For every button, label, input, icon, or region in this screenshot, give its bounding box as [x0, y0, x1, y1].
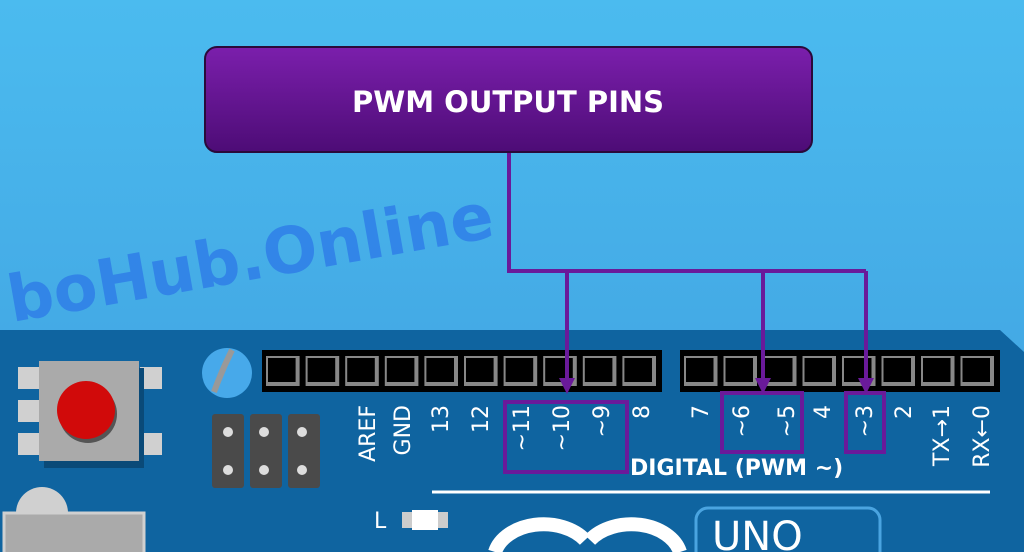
- pin-label: GND: [391, 405, 416, 455]
- header-socket: [464, 356, 498, 386]
- pin-label: RX←0: [970, 405, 995, 468]
- pin-label: 8: [630, 405, 655, 419]
- pin-label: ~11: [510, 405, 535, 451]
- header-socket: [424, 356, 458, 386]
- header-socket: [881, 356, 915, 386]
- pin-label: ~6: [730, 405, 755, 437]
- header-socket: [305, 356, 340, 386]
- pin-labels: AREF GND 13 12 ~11 ~10 ~9 8 7 ~6 ~5 4 ~3 2 TX→1 RX←0: [356, 405, 995, 468]
- led-l: [402, 510, 448, 530]
- icsp-header: [212, 414, 320, 488]
- header-socket: [384, 356, 419, 386]
- pin-label: 12: [469, 405, 494, 433]
- header-socket: [723, 356, 757, 386]
- header-socket: [684, 356, 718, 386]
- header-left: [262, 350, 662, 392]
- header-right: [680, 350, 1000, 392]
- pin-label: 2: [892, 405, 917, 419]
- header-socket: [503, 356, 538, 386]
- pin-label: TX→1: [930, 405, 955, 467]
- pin-label: 13: [429, 405, 454, 433]
- pin-label: 7: [689, 405, 714, 419]
- header-socket: [622, 356, 656, 386]
- pin-label: ~9: [590, 405, 615, 437]
- reset-button: [18, 361, 162, 468]
- arrow-heads: [559, 378, 874, 394]
- arrow-icon: [559, 378, 575, 394]
- header-socket: [763, 356, 797, 386]
- led-label: L: [374, 509, 387, 534]
- uno-badge: [694, 506, 882, 552]
- arrow-icon: [858, 378, 874, 394]
- power-jack: [2, 487, 146, 552]
- header-socket: [345, 356, 379, 386]
- title-box: PWM OUTPUT PINS: [204, 46, 813, 153]
- digital-pwm-label: DIGITAL (PWM ~): [630, 456, 843, 481]
- header-socket: [921, 356, 955, 386]
- header-socket: [582, 356, 617, 386]
- connector-lines: [503, 150, 886, 474]
- arrow-icon: [755, 378, 771, 394]
- pin-label: AREF: [356, 405, 381, 462]
- uno-label: UNO: [712, 514, 803, 552]
- header-socket: [960, 356, 994, 386]
- pin-label: 4: [811, 405, 836, 419]
- title: PWM OUTPUT PINS: [352, 85, 664, 119]
- header-socket: [802, 356, 836, 386]
- pin-label: ~5: [775, 405, 800, 437]
- header-socket: [266, 356, 300, 386]
- pin-label: ~10: [550, 405, 575, 451]
- pin-label: ~3: [853, 405, 878, 437]
- arduino-logo: [488, 517, 687, 552]
